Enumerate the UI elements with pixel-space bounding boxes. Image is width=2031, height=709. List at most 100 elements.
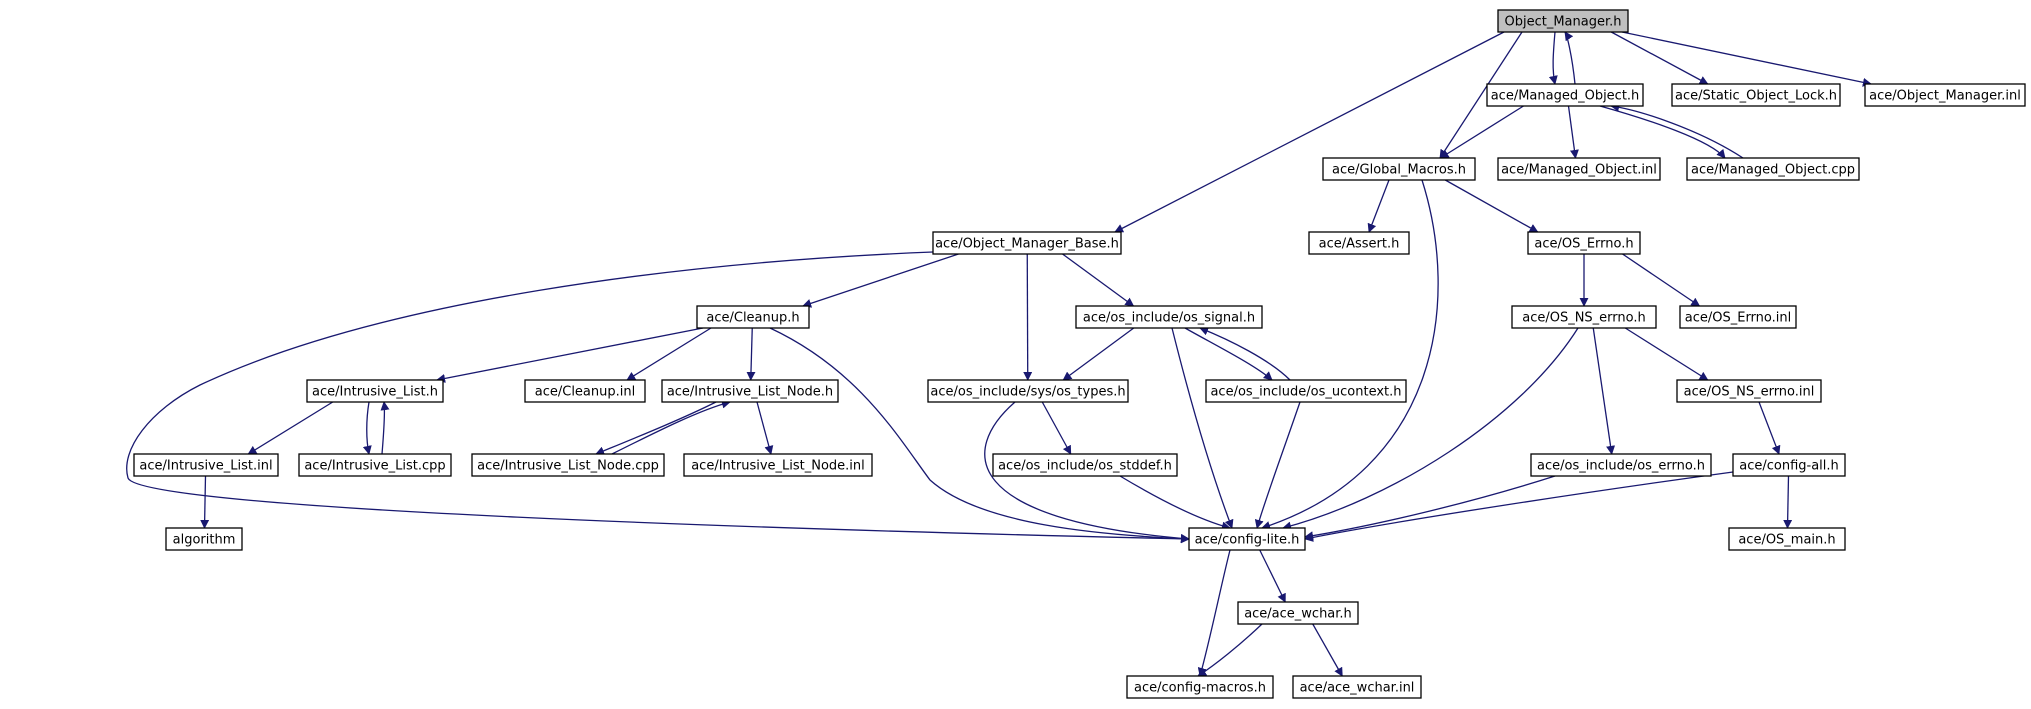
edge-intrusive-list-h-to-intrusive-list-inl bbox=[247, 401, 334, 455]
node-managed-object-inl[interactable]: ace/Managed_Object.inl bbox=[1497, 157, 1661, 181]
node-box bbox=[696, 305, 810, 329]
node-label: ace/Assert.h bbox=[1319, 237, 1400, 252]
node-intrusive-list-cpp[interactable]: ace/Intrusive_List.cpp bbox=[298, 453, 452, 477]
node-os-ucontext-h[interactable]: ace/os_include/os_ucontext.h bbox=[1205, 379, 1407, 403]
edge-config-lite-h-to-ace-wchar-h bbox=[1259, 549, 1286, 603]
dependency-edges bbox=[126, 31, 1872, 677]
edge-object-manager-h-to-static-object-lock-h bbox=[1610, 31, 1709, 85]
node-box bbox=[1237, 601, 1359, 625]
node-intrusive-list-node-cpp[interactable]: ace/Intrusive_List_Node.cpp bbox=[471, 453, 665, 477]
edge-os-include-errno-h-to-config-lite-h bbox=[1304, 475, 1556, 541]
node-os-errno-h[interactable]: ace/OS_Errno.h bbox=[1527, 231, 1641, 255]
node-label: ace/os_include/os_signal.h bbox=[1083, 311, 1255, 326]
edge-config-all-h-to-os-main-h bbox=[1783, 475, 1793, 529]
edge-object-manager-h-to-object-manager-inl bbox=[1621, 31, 1872, 87]
edge-intrusive-list-node-cpp-to-intrusive-list-node-h bbox=[611, 399, 731, 455]
node-box bbox=[133, 453, 279, 477]
node-label: ace/os_include/os_errno.h bbox=[1537, 459, 1705, 474]
node-os-types-h[interactable]: ace/os_include/sys/os_types.h bbox=[927, 379, 1129, 403]
node-box bbox=[1686, 157, 1860, 181]
node-config-lite-h[interactable]: ace/config-lite.h bbox=[1188, 527, 1306, 551]
node-os-errno-inl[interactable]: ace/OS_Errno.inl bbox=[1679, 305, 1797, 329]
edge-os-ns-errno-h-to-os-include-errno-h bbox=[1592, 327, 1616, 455]
node-managed-object-h[interactable]: ace/Managed_Object.h bbox=[1486, 83, 1644, 107]
node-global-macros-h[interactable]: ace/Global_Macros.h bbox=[1322, 157, 1476, 181]
node-cleanup-inl[interactable]: ace/Cleanup.inl bbox=[524, 379, 646, 403]
node-assert-h[interactable]: ace/Assert.h bbox=[1308, 231, 1410, 255]
node-label: ace/Intrusive_List.inl bbox=[139, 459, 272, 474]
node-box bbox=[1205, 379, 1407, 403]
node-box bbox=[992, 453, 1178, 477]
edge-object-manager-h-to-global-macros-h bbox=[1439, 31, 1523, 159]
node-box bbox=[661, 379, 839, 403]
edge-global-macros-h-to-assert-h bbox=[1367, 179, 1390, 233]
file-nodes: Object_Manager.h ace/Managed_Object.h ace/… bbox=[133, 9, 2026, 699]
edge-ace-wchar-h-to-ace-wchar-inl bbox=[1312, 623, 1343, 677]
node-os-include-errno-h[interactable]: ace/os_include/os_errno.h bbox=[1530, 453, 1712, 477]
edge-os-types-h-to-os-stddef-h bbox=[1041, 401, 1072, 455]
node-label: ace/Intrusive_List_Node.inl bbox=[691, 459, 865, 474]
node-box bbox=[1486, 83, 1644, 107]
node-box bbox=[1308, 231, 1410, 255]
node-box bbox=[524, 379, 646, 403]
node-label: ace/config-macros.h bbox=[1134, 681, 1266, 696]
edge-config-all-h-to-config-lite-h bbox=[1304, 471, 1734, 542]
edge-global-macros-h-to-os-errno-h bbox=[1444, 179, 1539, 233]
node-box bbox=[1671, 83, 1841, 107]
edge-object-manager-base-h-to-cleanup-h bbox=[802, 253, 959, 308]
edge-intrusive-list-node-h-to-intrusive-list-node-cpp bbox=[595, 401, 717, 456]
node-label: ace/Intrusive_List_Node.cpp bbox=[477, 459, 659, 474]
node-config-all-h[interactable]: ace/config-all.h bbox=[1732, 453, 1846, 477]
node-label: ace/Cleanup.h bbox=[706, 311, 799, 326]
edge-os-types-h-to-config-lite-h bbox=[984, 401, 1190, 543]
node-algorithm[interactable]: algorithm bbox=[165, 527, 243, 551]
node-box bbox=[1322, 157, 1476, 181]
node-box bbox=[1188, 527, 1306, 551]
node-os-main-h[interactable]: ace/OS_main.h bbox=[1728, 527, 1846, 551]
node-ace-wchar-h[interactable]: ace/ace_wchar.h bbox=[1237, 601, 1359, 625]
node-box bbox=[932, 231, 1122, 255]
node-intrusive-list-node-inl[interactable]: ace/Intrusive_List_Node.inl bbox=[683, 453, 873, 477]
node-box bbox=[1676, 379, 1822, 403]
edge-object-manager-h-to-object-manager-base-h bbox=[1114, 31, 1505, 233]
node-label: ace/config-lite.h bbox=[1195, 533, 1300, 548]
node-object-manager-h[interactable]: Object_Manager.h bbox=[1497, 9, 1629, 33]
node-box bbox=[1497, 9, 1629, 33]
node-intrusive-list-inl[interactable]: ace/Intrusive_List.inl bbox=[133, 453, 279, 477]
edge-config-lite-h-to-config-macros-h bbox=[1197, 549, 1231, 677]
edge-object-manager-base-h-to-os-types-h bbox=[1023, 253, 1033, 381]
node-object-manager-inl[interactable]: ace/Object_Manager.inl bbox=[1864, 83, 2026, 107]
edge-object-manager-h-to-managed-object-h bbox=[1548, 31, 1558, 85]
node-config-macros-h[interactable]: ace/config-macros.h bbox=[1126, 675, 1274, 699]
node-intrusive-list-node-h[interactable]: ace/Intrusive_List_Node.h bbox=[661, 379, 839, 403]
node-os-ns-errno-h[interactable]: ace/OS_NS_errno.h bbox=[1511, 305, 1657, 329]
node-cleanup-h[interactable]: ace/Cleanup.h bbox=[696, 305, 810, 329]
node-intrusive-list-h[interactable]: ace/Intrusive_List.h bbox=[306, 379, 444, 403]
node-label: ace/Managed_Object.h bbox=[1491, 89, 1640, 104]
node-os-ns-errno-inl[interactable]: ace/OS_NS_errno.inl bbox=[1676, 379, 1822, 403]
edge-os-signal-h-to-os-types-h bbox=[1062, 327, 1135, 381]
node-managed-object-cpp[interactable]: ace/Managed_Object.cpp bbox=[1686, 157, 1860, 181]
node-label: ace/os_include/os_stddef.h bbox=[998, 459, 1172, 474]
node-os-signal-h[interactable]: ace/os_include/os_signal.h bbox=[1075, 305, 1263, 329]
edge-cleanup-h-to-cleanup-inl bbox=[626, 327, 712, 381]
edge-os-errno-h-to-os-errno-inl bbox=[1622, 253, 1701, 307]
node-label: ace/ace_wchar.h bbox=[1244, 607, 1352, 622]
node-label: ace/OS_NS_errno.h bbox=[1522, 311, 1646, 326]
node-label: ace/OS_main.h bbox=[1738, 533, 1835, 548]
edge-managed-object-h-to-object-manager-h bbox=[1564, 31, 1576, 85]
node-static-object-lock-h[interactable]: ace/Static_Object_Lock.h bbox=[1671, 83, 1841, 107]
node-label: ace/os_include/os_ucontext.h bbox=[1210, 385, 1401, 400]
node-box bbox=[1527, 231, 1641, 255]
node-object-manager-base-h[interactable]: ace/Object_Manager_Base.h bbox=[932, 231, 1122, 255]
node-os-stddef-h[interactable]: ace/os_include/os_stddef.h bbox=[992, 453, 1178, 477]
node-label: ace/OS_Errno.inl bbox=[1685, 311, 1791, 326]
edge-os-signal-h-to-config-lite-h bbox=[1171, 327, 1234, 529]
edge-managed-object-h-to-managed-object-cpp bbox=[1599, 105, 1726, 159]
node-label: ace/OS_NS_errno.inl bbox=[1684, 385, 1815, 400]
node-ace-wchar-inl[interactable]: ace/ace_wchar.inl bbox=[1292, 675, 1422, 699]
node-box bbox=[927, 379, 1129, 403]
node-label: ace/Intrusive_List.cpp bbox=[304, 459, 445, 474]
edge-os-ucontext-h-to-config-lite-h bbox=[1254, 401, 1301, 529]
